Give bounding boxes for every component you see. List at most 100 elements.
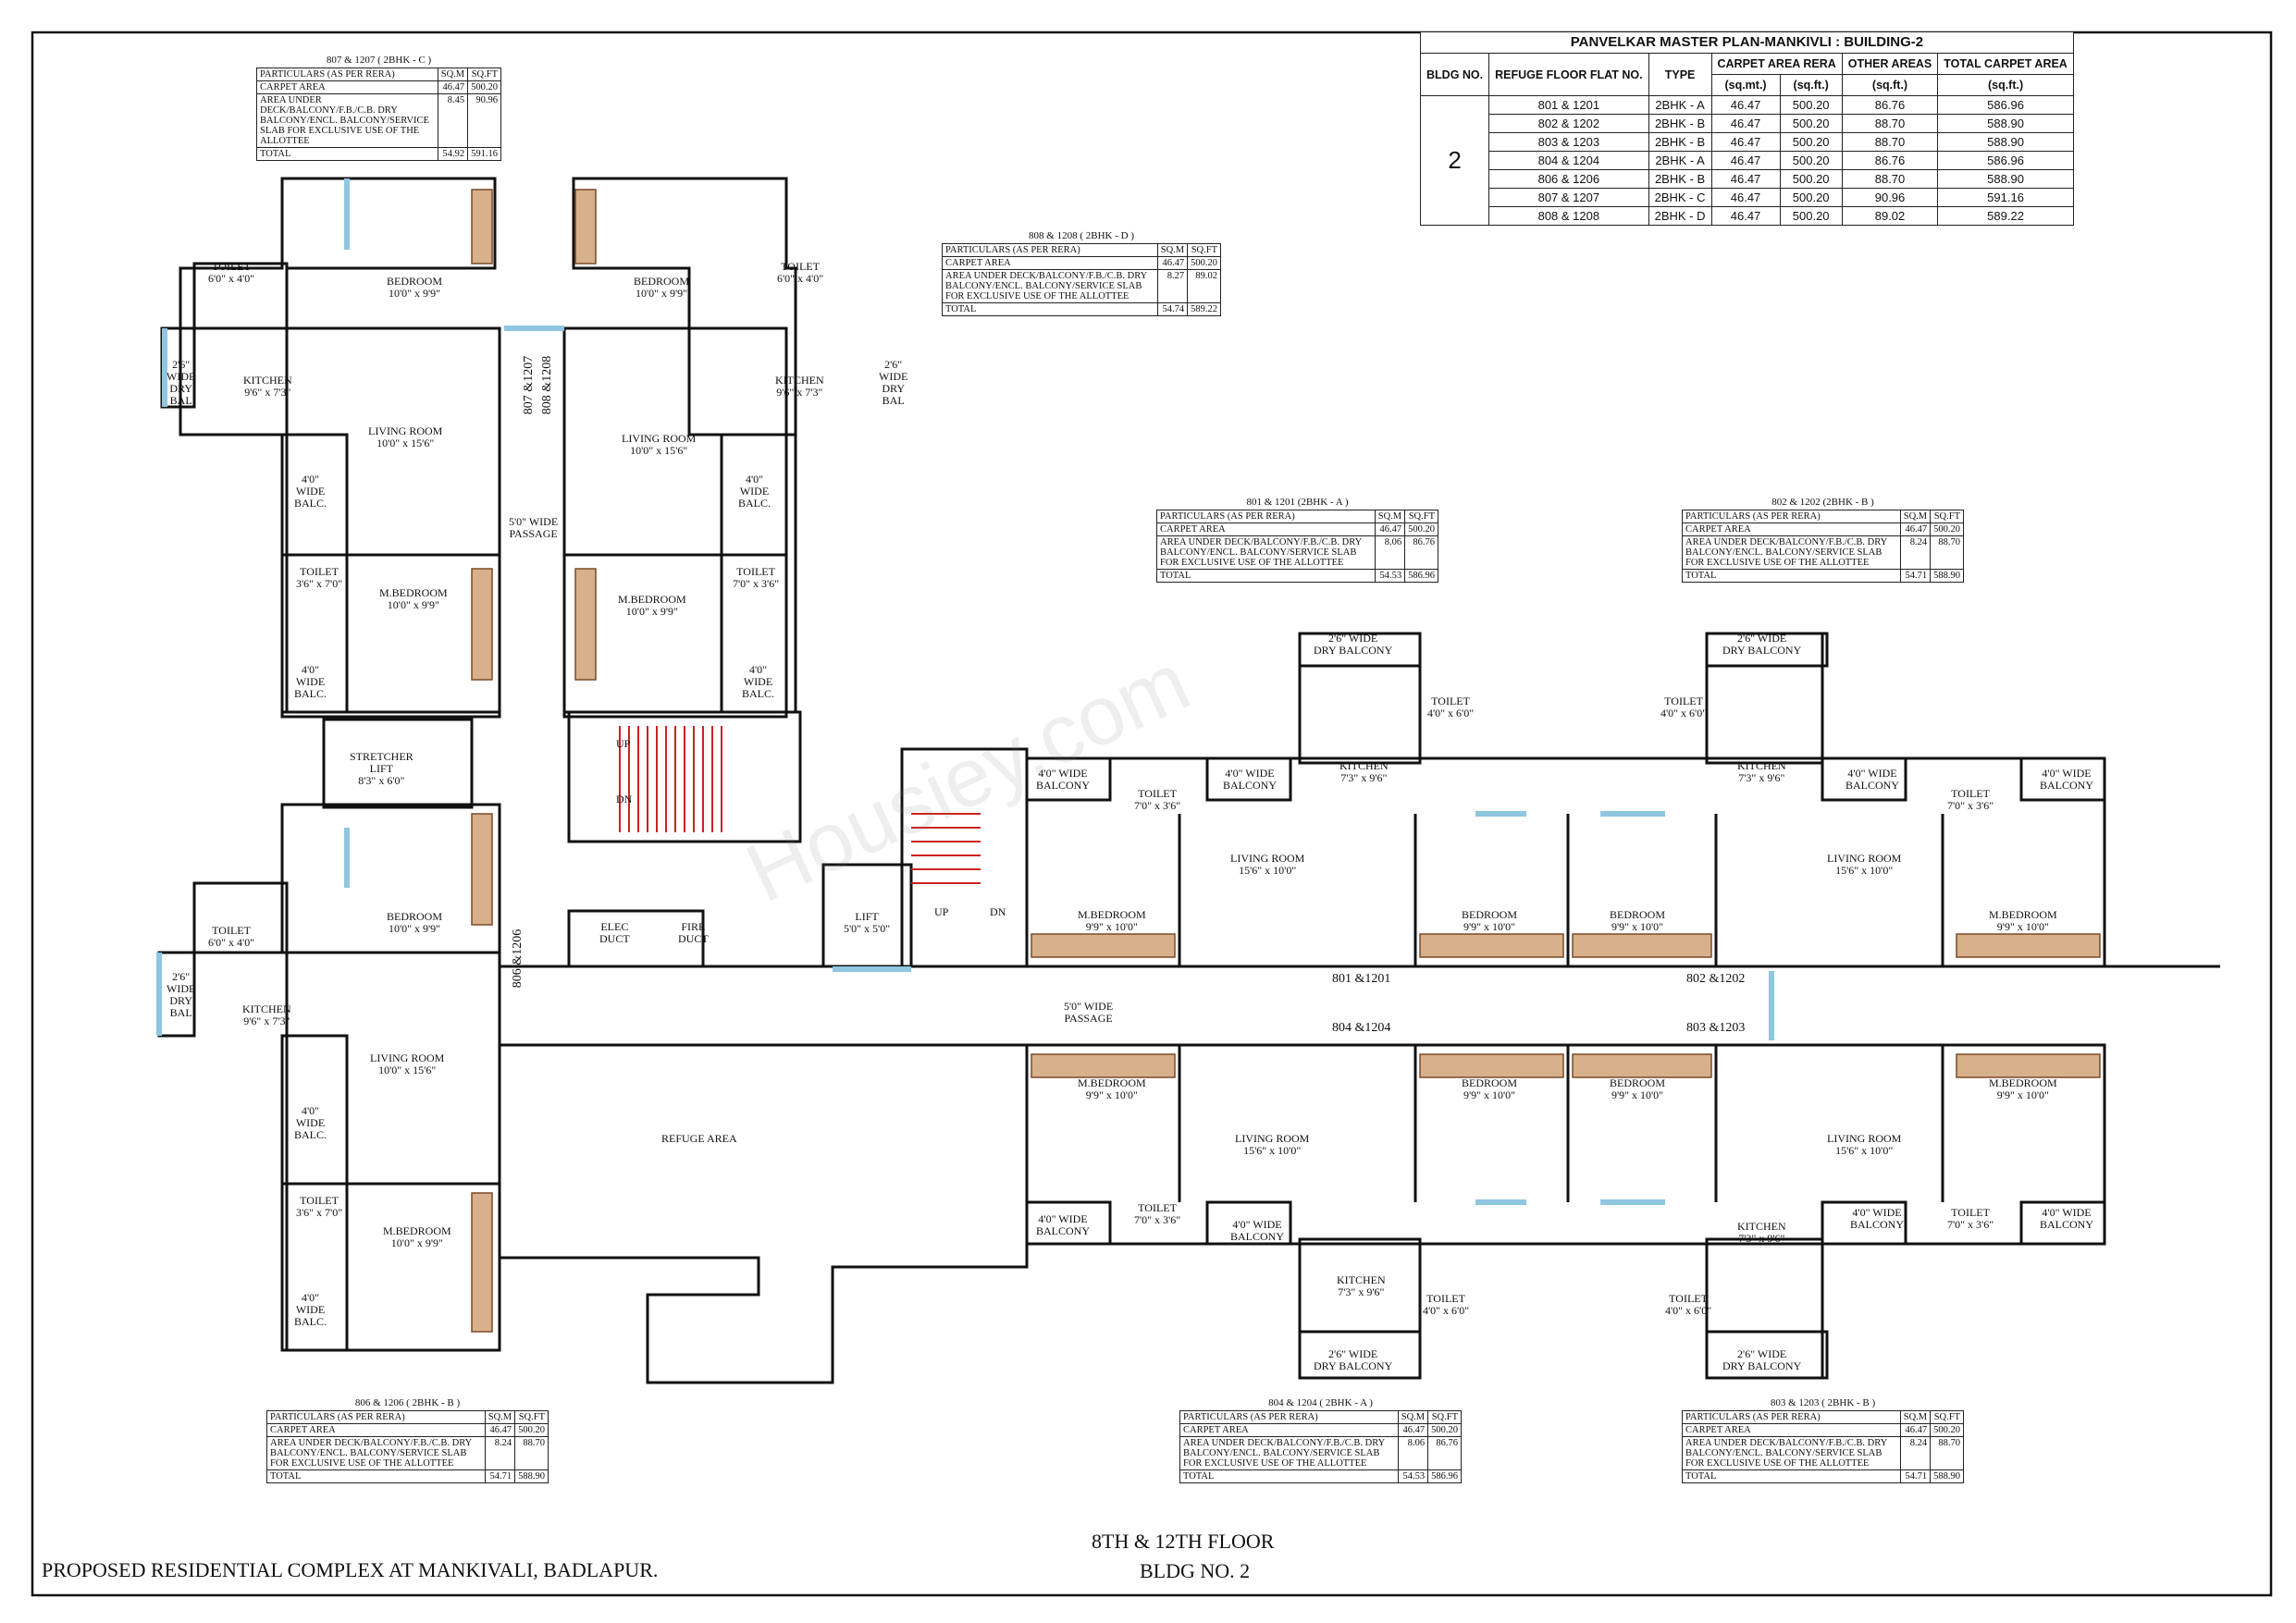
cell-other: 86.76 — [1841, 95, 1939, 115]
carpet-sqft: 500.20 — [514, 1423, 549, 1437]
total-label: TOTAL — [1179, 1469, 1399, 1483]
windows — [156, 178, 1774, 1205]
bldg-title: BLDG NO. 2 — [1140, 1559, 1251, 1582]
total-label: TOTAL — [1156, 569, 1376, 583]
carpet-sqm: 46.47 — [437, 80, 469, 94]
carpet-sqft: 500.20 — [1930, 523, 1964, 536]
balcony-label-wide: 4'0" WIDE BALCONY — [2040, 1206, 2094, 1231]
refuge-area-label: REFUGE AREA — [661, 1132, 737, 1145]
balcony-label-dry: 2'6" WIDE DRY BALCONY — [1314, 1347, 1393, 1372]
unit-table-caption: 807 & 1207 ( 2BHK - C ) — [326, 55, 432, 66]
deck-sqft: 88.70 — [1930, 1436, 1964, 1470]
balcony-label-wide: 4'0" WIDE BALCONY — [1036, 1212, 1091, 1237]
unit-area-table: 804 & 1204 ( 2BHK - A ) PARTICULARS (AS … — [1179, 1398, 1462, 1483]
balcony-label-wide: 4'0" WIDE BALC. — [294, 1291, 327, 1328]
wardrobes — [471, 189, 2101, 1333]
header-total-unit: (sq.ft.) — [1937, 74, 2074, 96]
unit-area-table: 807 & 1207 ( 2BHK - C ) PARTICULARS (AS … — [256, 55, 501, 161]
cell-flat: 807 & 1207 — [1488, 188, 1649, 207]
particulars-header: PARTICULARS (AS PER RERA) — [1156, 510, 1376, 523]
unit-table-caption: 806 & 1206 ( 2BHK - B ) — [354, 1397, 461, 1408]
unit-table-caption: 803 & 1203 ( 2BHK - B ) — [1770, 1397, 1876, 1408]
total-sqm: 54.53 — [1397, 1469, 1429, 1483]
cell-flat: 803 & 1203 — [1488, 132, 1649, 152]
cell-type: 2BHK - B — [1648, 132, 1712, 152]
cell-total: 586.96 — [1937, 151, 2074, 170]
unit-area-table: 806 & 1206 ( 2BHK - B ) PARTICULARS (AS … — [266, 1398, 549, 1483]
deck-sqm: 8.24 — [1899, 535, 1932, 570]
sqft-header: SQ.FT — [1930, 1410, 1964, 1424]
balcony-label-wide: 4'0" WIDE BALC. — [742, 663, 775, 700]
total-sqm: 54.71 — [1899, 569, 1932, 583]
wall-808-top — [572, 177, 797, 436]
total-sqft: 586.96 — [1427, 1469, 1462, 1483]
deck-sqm: 8.06 — [1374, 535, 1406, 570]
cell-flat: 802 & 1202 — [1488, 114, 1649, 133]
stair-dn-label: DN — [616, 793, 633, 805]
cell-type: 2BHK - A — [1648, 95, 1712, 115]
balcony-label-dry: 2'6" WIDE DRY BALCONY — [1722, 1347, 1802, 1372]
balcony-label-wide: 4'0" WIDE BALC. — [294, 1104, 327, 1141]
cell-other: 89.02 — [1841, 206, 1939, 226]
header-type: TYPE — [1648, 53, 1712, 96]
header-total: TOTAL CARPET AREA — [1937, 53, 2074, 75]
balcony-label-dry: 2'6" WIDE DRY BAL — [167, 358, 196, 407]
header-sqmt: (sq.mt.) — [1710, 74, 1781, 96]
flat-tag-802: 802 &1202 — [1686, 972, 1746, 986]
cell-flat: 806 & 1206 — [1488, 169, 1649, 189]
cell-total: 589.22 — [1937, 206, 2074, 226]
total-sqm: 54.71 — [484, 1469, 516, 1483]
deck-sqft: 89.02 — [1187, 269, 1221, 303]
wall-807-top — [179, 177, 497, 436]
cell-type: 2BHK - C — [1648, 188, 1712, 207]
carpet-sqft: 500.20 — [1427, 1423, 1462, 1437]
sqm-header: SQ.M — [1374, 510, 1406, 523]
total-sqm: 54.71 — [1899, 1469, 1932, 1483]
unit-area-table: 808 & 1208 ( 2BHK - D ) PARTICULARS (AS … — [942, 231, 1221, 316]
balcony-label-wide: 4'0" WIDE BALC. — [294, 663, 327, 700]
total-sqm: 54.74 — [1156, 302, 1189, 316]
carpet-label: CARPET AREA — [1179, 1423, 1399, 1437]
deck-sqft: 88.70 — [514, 1436, 549, 1470]
cell-sqft: 500.20 — [1779, 114, 1843, 133]
deck-label: AREA UNDER DECK/BALCONY/F.B./C.B. DRY BA… — [942, 269, 1158, 303]
unit-area-table: 802 & 1202 (2BHK - B ) PARTICULARS (AS P… — [1682, 498, 1964, 583]
carpet-label: CARPET AREA — [1682, 1423, 1901, 1437]
sqm-header: SQ.M — [1899, 510, 1932, 523]
carpet-sqm: 46.47 — [1374, 523, 1406, 536]
balcony-label-wide: 4'0" WIDE BALC. — [294, 473, 327, 510]
carpet-sqft: 500.20 — [1187, 256, 1221, 270]
unit-table-caption: 808 & 1208 ( 2BHK - D ) — [1029, 230, 1134, 241]
cell-sqft: 500.20 — [1779, 206, 1843, 226]
particulars-header: PARTICULARS (AS PER RERA) — [1682, 510, 1901, 523]
header-other: OTHER AREAS — [1841, 53, 1939, 75]
sqm-header: SQ.M — [484, 1410, 516, 1424]
balcony-label-dry: 2'6" WIDE DRY BALCONY — [1314, 632, 1393, 657]
header-carpet: CARPET AREA RERA — [1710, 53, 1843, 75]
cell-sqmt: 46.47 — [1710, 169, 1781, 189]
sqft-header: SQ.FT — [1930, 510, 1964, 523]
carpet-label: CARPET AREA — [1682, 523, 1901, 536]
cell-type: 2BHK - D — [1648, 206, 1712, 226]
cell-total: 591.16 — [1937, 188, 2074, 207]
passage-label-vertical: 5'0" WIDE PASSAGE — [509, 515, 559, 540]
elec-duct-label: ELEC DUCT — [599, 920, 630, 945]
